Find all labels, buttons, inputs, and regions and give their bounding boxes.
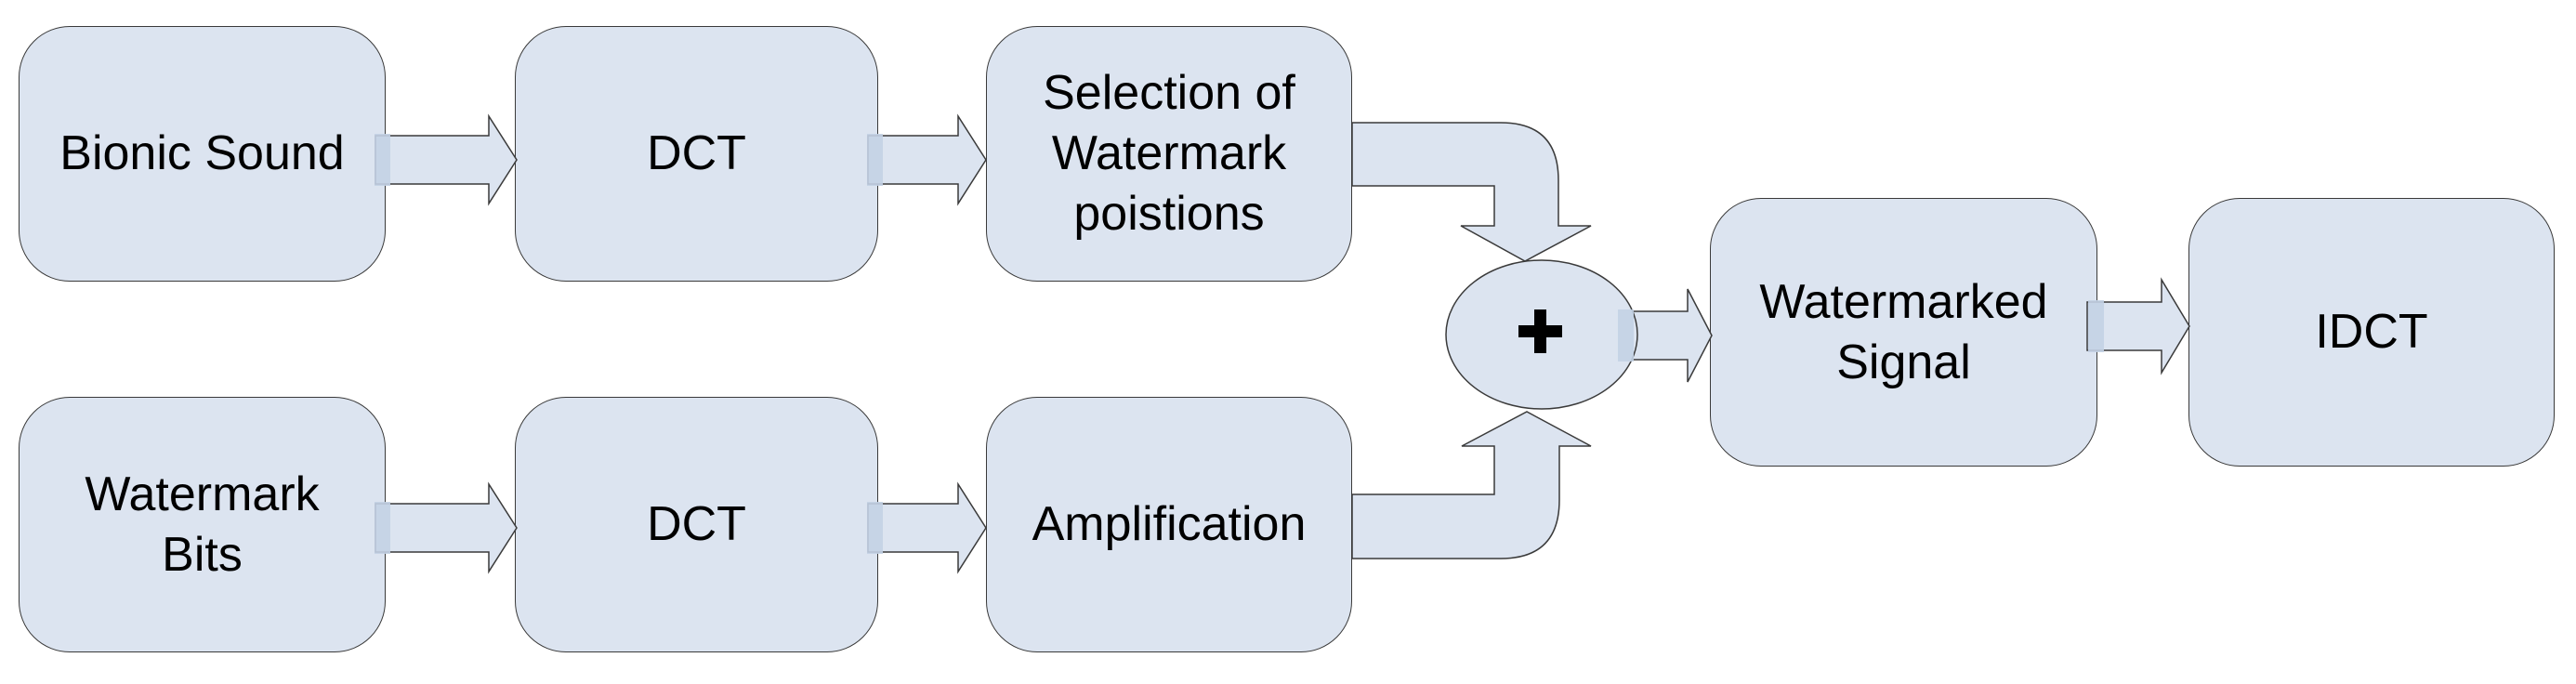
arrow-watermark-bits-to-dct <box>375 481 518 574</box>
arrow-sum-to-watermarked-signal <box>1618 288 1713 383</box>
connector-tab <box>1618 309 1634 362</box>
arrow-watermarked-signal-to-idct <box>2086 277 2190 375</box>
node-dct-top: DCT <box>515 26 878 282</box>
sum-ellipse <box>1445 259 1638 410</box>
node-watermarked-signal: Watermarked Signal <box>1710 198 2097 467</box>
arrow-dct-to-selection <box>867 113 987 206</box>
node-amplification: Amplification <box>986 397 1352 652</box>
node-selection-of-watermark-positions: Selection of Watermark poistions <box>986 26 1352 282</box>
node-bionic-sound: Bionic Sound <box>19 26 386 282</box>
plus-icon <box>1518 309 1562 353</box>
arrow-amplification-to-sum <box>1351 411 1592 559</box>
arrow-bionic-sound-to-dct <box>375 113 518 206</box>
node-idct: IDCT <box>2188 198 2555 467</box>
node-watermark-bits: Watermark Bits <box>19 397 386 652</box>
arrow-dct-to-amplification <box>867 481 987 574</box>
arrow-selection-to-sum <box>1351 122 1592 262</box>
node-dct-bottom: DCT <box>515 397 878 652</box>
